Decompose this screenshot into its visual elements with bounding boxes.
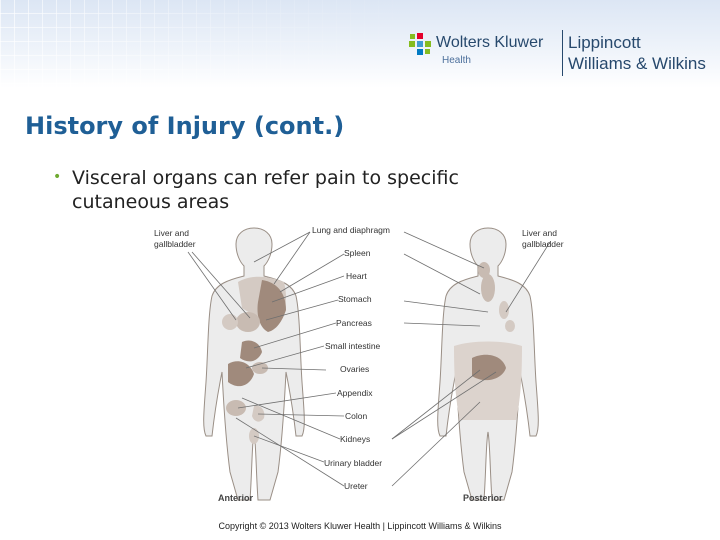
shoulder-zone-anterior (222, 314, 238, 330)
brand-subtitle: Health (442, 55, 471, 66)
copyright-footer: Copyright © 2013 Wolters Kluwer Health |… (218, 521, 502, 531)
bullet-item: Visceral organs can refer pain to specif… (72, 167, 459, 213)
referred-pain-diagram: Liver and gallbladder Liver and gallblad… (154, 225, 564, 503)
header-grid-pattern (0, 0, 720, 88)
leader-lines (187, 231, 551, 487)
label-spleen: Spleen (344, 248, 371, 258)
pancreas-zone (240, 340, 262, 362)
appendix-zone (226, 400, 246, 416)
heart-spleen-zone (257, 280, 286, 332)
label-anterior: Anterior (218, 493, 254, 503)
partner-name-line2: Williams & Wilkins (568, 54, 706, 73)
label-lung-diaphragm: Lung and diaphragm (312, 225, 390, 235)
slide-title: History of Injury (cont.) (25, 112, 345, 140)
posterior-body (437, 227, 539, 501)
publisher-logo: Wolters Kluwer Health Lippincott William… (406, 30, 718, 80)
referred-pain-figure: Liver and gallbladder Liver and gallblad… (150, 222, 570, 508)
neck-zone-posterior (478, 262, 490, 278)
brand-name: Wolters Kluwer (436, 34, 544, 51)
liver-gallbladder-zone-posterior (499, 301, 509, 319)
label-liver-gallbladder-left-2: gallbladder (154, 239, 196, 249)
label-stomach: Stomach (338, 294, 372, 304)
label-colon: Colon (345, 411, 367, 421)
wolters-kluwer-logo-icon (409, 33, 431, 55)
partner-name-line1: Lippincott (568, 33, 641, 52)
label-ovaries: Ovaries (340, 364, 369, 374)
anterior-body (203, 227, 305, 501)
label-liver-gallbladder-right-2: gallbladder (522, 239, 564, 249)
kidney-ureter-zone-posterior (454, 341, 522, 420)
label-small-intestine: Small intestine (325, 341, 381, 351)
label-kidneys: Kidneys (340, 434, 370, 444)
label-liver-gallbladder-left-1: Liver and (154, 228, 189, 238)
label-liver-gallbladder-right-1: Liver and (522, 228, 557, 238)
scapula-zone-posterior (505, 320, 515, 332)
label-posterior: Posterior (463, 493, 503, 503)
label-urinary-bladder: Urinary bladder (324, 458, 382, 468)
label-pancreas: Pancreas (336, 318, 372, 328)
spine-zone-posterior (481, 274, 495, 302)
kidney-zone-posterior (472, 354, 506, 381)
liver-gallbladder-zone-anterior (236, 312, 260, 332)
label-heart: Heart (346, 271, 367, 281)
label-appendix: Appendix (337, 388, 373, 398)
label-ureter: Ureter (344, 481, 368, 491)
logo-divider (562, 30, 563, 76)
bullet-icon: • (53, 169, 62, 185)
